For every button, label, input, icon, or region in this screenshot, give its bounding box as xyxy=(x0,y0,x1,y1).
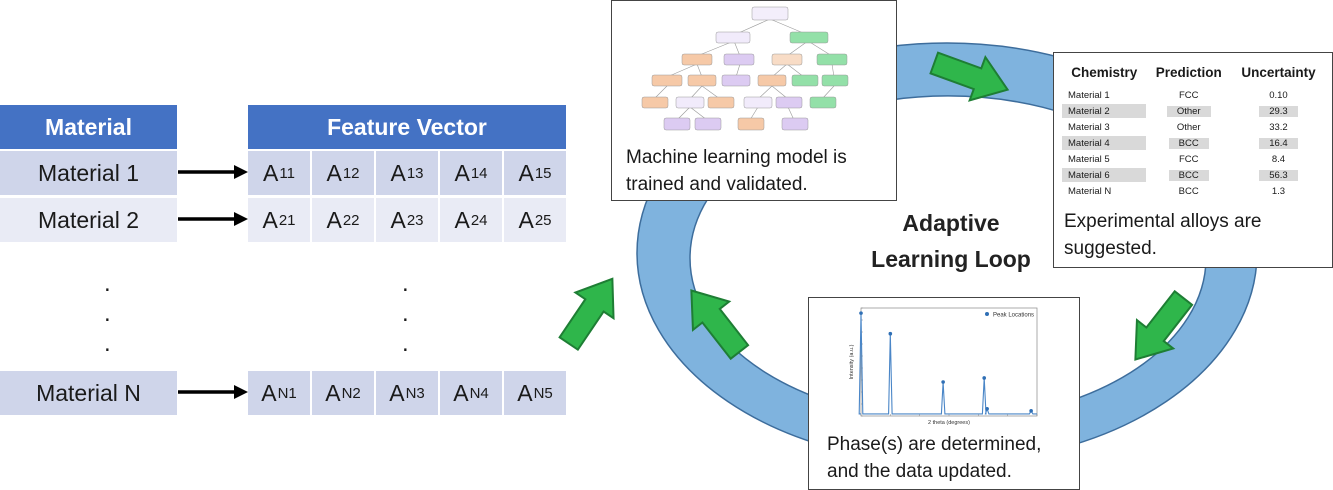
table-row: Material 5 FCC 8.4 xyxy=(1062,152,1326,166)
ellipsis-dot: . xyxy=(104,300,111,327)
chemistry-cell: Material N xyxy=(1068,185,1112,197)
loop-title-line2: Learning Loop xyxy=(871,246,1031,272)
peak-marker xyxy=(1029,409,1033,413)
chemistry-cell: Material 2 xyxy=(1062,104,1147,118)
prediction-cell: FCC xyxy=(1178,89,1199,101)
ellipsis-dot: . xyxy=(104,330,111,357)
xrd-caption-line1: Phase(s) are determined, xyxy=(827,434,1042,455)
table-row: Material 1 FCC 0.10 xyxy=(1062,88,1326,102)
material-cell: Material 2 xyxy=(0,198,177,242)
uncertainty-cell: 56.3 xyxy=(1231,168,1326,182)
decision-tree-graphic xyxy=(641,6,849,131)
xrd-caption-line2: and the data updated. xyxy=(827,461,1012,482)
chemistry-header: Chemistry xyxy=(1071,65,1138,80)
chemistry-cell: Material 1 xyxy=(1068,89,1110,101)
prediction-table: Chemistry Prediction Uncertainty Materia… xyxy=(1062,61,1326,200)
prediction-caption-line1: Experimental alloys are xyxy=(1064,211,1262,232)
uncertainty-cell: 29.3 xyxy=(1231,104,1326,118)
prediction-cell: BCC xyxy=(1178,185,1199,197)
model-caption: Machine learning model is trained and va… xyxy=(626,144,847,198)
row-arrow xyxy=(178,165,248,179)
chemistry-cell: Material 5 xyxy=(1068,153,1110,165)
table-row: Material N BCC 1.3 xyxy=(1062,184,1326,198)
y-axis-label: Intensity (a.u.) xyxy=(849,344,855,379)
peak-marker xyxy=(859,311,863,315)
chemistry-cell: Material 4 xyxy=(1062,136,1147,150)
prediction-cell: Other xyxy=(1176,121,1201,133)
model-box: Machine learning model is trained and va… xyxy=(611,0,897,201)
ellipsis-dot: . xyxy=(402,270,409,297)
peak-marker xyxy=(982,376,986,380)
uncertainty-cell: 16.4 xyxy=(1231,136,1326,150)
ellipsis-dot: . xyxy=(104,270,111,297)
peak-marker xyxy=(985,407,989,411)
material-cell: Material N xyxy=(0,371,177,415)
xrd-box: Peak Locations 2 theta (degrees) Intensi… xyxy=(808,297,1080,490)
green-arrow-icon xyxy=(548,264,633,358)
material-header: Material xyxy=(0,105,177,149)
model-caption-line1: Machine learning model is xyxy=(626,147,847,168)
prediction-header: Prediction xyxy=(1155,65,1222,80)
uncertainty-cell: 1.3 xyxy=(1271,185,1286,197)
table-row: Material 6 BCC 56.3 xyxy=(1062,168,1326,182)
ellipsis-dot: . xyxy=(402,300,409,327)
xrd-caption: Phase(s) are determined, and the data up… xyxy=(827,431,1041,485)
x-axis-label: 2 theta (degrees) xyxy=(928,420,970,426)
chemistry-cell: Material 3 xyxy=(1068,121,1110,133)
uncertainty-cell: 0.10 xyxy=(1269,89,1288,101)
plot-frame xyxy=(860,307,1038,417)
xrd-chart: Peak Locations 2 theta (degrees) Intensi… xyxy=(849,307,1038,426)
prediction-cell: BCC xyxy=(1146,136,1230,150)
prediction-caption: Experimental alloys are suggested. xyxy=(1064,208,1261,262)
row-arrow xyxy=(178,385,248,399)
feature-vector-header: Feature Vector xyxy=(248,105,566,149)
legend-label: Peak Locations xyxy=(993,313,1034,319)
peak-marker xyxy=(888,331,893,336)
model-caption-line2: trained and validated. xyxy=(626,174,808,195)
table-row: Material 2 Other 29.3 xyxy=(1062,104,1326,118)
table-row: Material 4 BCC 16.4 xyxy=(1062,136,1326,150)
chemistry-cell: Material 6 xyxy=(1062,168,1147,182)
peak-marker xyxy=(941,380,945,384)
prediction-cell: FCC xyxy=(1178,153,1199,165)
uncertainty-cell: 8.4 xyxy=(1271,153,1286,165)
row-arrow xyxy=(178,212,248,226)
loop-title-line1: Adaptive xyxy=(902,210,1000,236)
prediction-cell: Other xyxy=(1146,104,1230,118)
legend-marker xyxy=(985,312,989,316)
prediction-caption-line2: suggested. xyxy=(1064,238,1157,259)
loop-title: Adaptive Learning Loop xyxy=(856,205,1046,277)
material-cell: Material 1 xyxy=(0,151,177,195)
uncertainty-cell: 33.2 xyxy=(1269,121,1288,133)
prediction-box: Chemistry Prediction Uncertainty Materia… xyxy=(1053,52,1333,268)
prediction-cell: BCC xyxy=(1146,168,1230,182)
xrd-spectrum-line xyxy=(858,313,1037,415)
uncertainty-header: Uncertainty xyxy=(1241,65,1316,80)
ellipsis-dot: . xyxy=(402,330,409,357)
table-row: Material 3 Other 33.2 xyxy=(1062,120,1326,134)
